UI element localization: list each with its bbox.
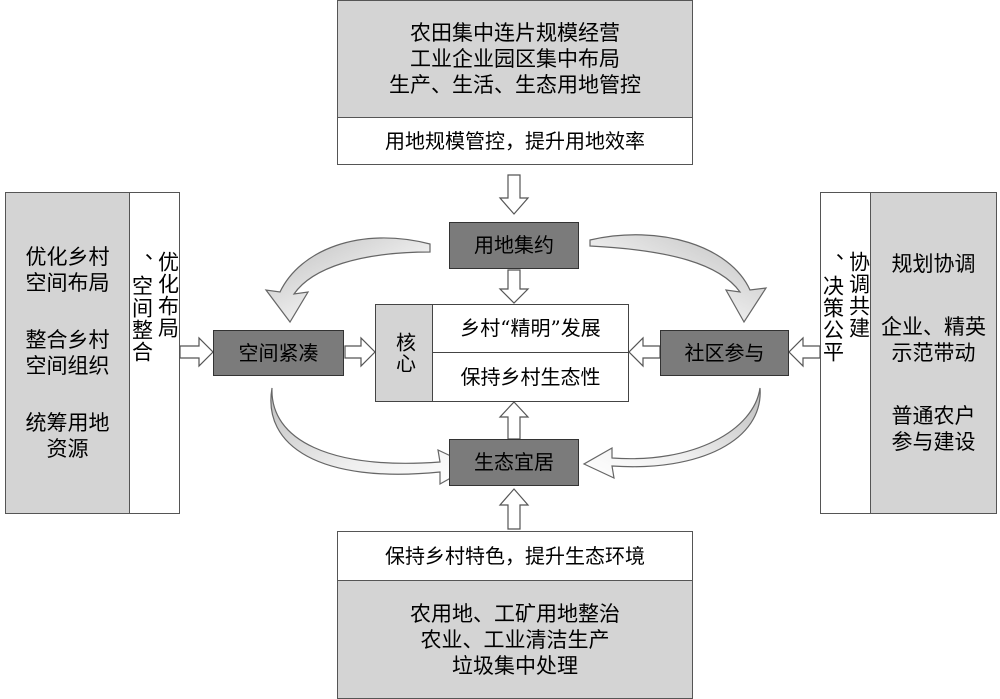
left-item-1-line-1: 优化乡村 [25, 245, 110, 270]
arrow-north-down [498, 269, 530, 304]
core-goal-2: 保持乡村生态性 [433, 353, 628, 401]
right-measures-box: 规划协调 企业、精英 示范带动 普通农户 参与建设 [870, 192, 997, 514]
curve-west-to-south [270, 387, 474, 486]
curve-north-to-west [264, 237, 431, 324]
curve-east-to-south [582, 387, 761, 480]
node-space-compact: 空间紧凑 [213, 330, 344, 376]
top-measure-1: 农田集中连片规模经营 [410, 21, 620, 45]
bottom-measure-2: 农业、工业清洁生产 [420, 627, 610, 652]
core-goal-1-text: 乡村“精明”发展 [460, 316, 601, 340]
top-measures-box: 农田集中连片规模经营 工业企业园区集中布局 生产、生活、生态用地管控 [337, 0, 693, 118]
right-item-2: 企业、精英 示范带动 [881, 314, 986, 366]
top-goal-text: 用地规模管控，提升用地效率 [385, 128, 645, 153]
node-community-participation-label: 社区参与 [684, 340, 765, 365]
right-goal-col-2: 、决策公平 [820, 253, 845, 363]
top-goal-box: 用地规模管控，提升用地效率 [337, 117, 693, 165]
top-measure-3: 生产、生活、生态用地管控 [389, 73, 641, 97]
left-item-3: 统筹用地 资源 [26, 410, 110, 462]
right-item-2-line-2: 示范带动 [891, 340, 976, 365]
arrow-right-in [788, 336, 821, 368]
arrow-south-up [498, 401, 530, 440]
left-measures-box: 优化乡村 空间布局 整合乡村 空间组织 统筹用地 资源 [5, 192, 130, 514]
left-item-3-line-1: 统筹用地 [25, 410, 110, 435]
node-community-participation: 社区参与 [660, 330, 789, 376]
right-goal-col-1: 协调共建 [846, 251, 871, 339]
arrow-top-down [498, 174, 530, 215]
right-item-3-line-2: 参与建设 [891, 429, 976, 454]
core-goal-2-text: 保持乡村生态性 [460, 364, 601, 389]
bottom-goal-text: 保持乡村特色，提升生态环境 [385, 543, 645, 568]
bottom-measure-3: 垃圾集中处理 [452, 653, 578, 678]
arrow-left-in [179, 336, 214, 368]
bottom-measures-box: 农用地、工矿用地整治 农业、工业清洁生产 垃圾集中处理 [337, 580, 693, 699]
left-goal-box: 优化布局 、空间整合 [129, 192, 180, 514]
arrow-east-in [628, 336, 661, 368]
left-item-2: 整合乡村 空间组织 [26, 327, 110, 379]
top-measure-2: 工业企业园区集中布局 [410, 47, 620, 71]
node-land-intensive: 用地集约 [449, 222, 579, 269]
node-space-compact-label: 空间紧凑 [238, 340, 319, 365]
core-box: 核心 乡村“精明”发展 保持乡村生态性 [375, 304, 629, 402]
left-goal-col-1: 优化布局 [155, 251, 180, 339]
curve-north-to-east [589, 234, 768, 324]
right-item-1-line-1: 规划协调 [891, 252, 976, 277]
node-ecological-livable: 生态宜居 [449, 439, 579, 486]
core-label-cell: 核心 [376, 305, 433, 401]
right-item-2-line-1: 企业、精英 [881, 314, 986, 339]
bottom-measure-1: 农用地、工矿用地整治 [410, 601, 620, 626]
core-goal-1: 乡村“精明”发展 [433, 305, 628, 353]
left-item-1: 优化乡村 空间布局 [26, 244, 110, 296]
left-item-3-line-2: 资源 [46, 436, 89, 461]
right-item-1: 规划协调 [892, 251, 976, 277]
left-goal-col-2: 、空间整合 [129, 253, 154, 363]
bottom-goal-box: 保持乡村特色，提升生态环境 [337, 531, 693, 581]
left-item-2-line-1: 整合乡村 [25, 327, 110, 352]
right-item-3: 普通农户 参与建设 [892, 403, 976, 455]
core-label: 核心 [392, 332, 417, 374]
arrow-bottom-up [498, 488, 530, 530]
left-item-1-line-2: 空间布局 [25, 271, 110, 296]
right-item-3-line-1: 普通农户 [891, 403, 976, 428]
left-item-2-line-2: 空间组织 [25, 353, 110, 378]
right-goal-box: 协调共建 、决策公平 [820, 192, 871, 514]
arrow-west-in [344, 336, 376, 368]
node-ecological-livable-label: 生态宜居 [474, 450, 554, 474]
node-land-intensive-label: 用地集约 [474, 233, 554, 257]
